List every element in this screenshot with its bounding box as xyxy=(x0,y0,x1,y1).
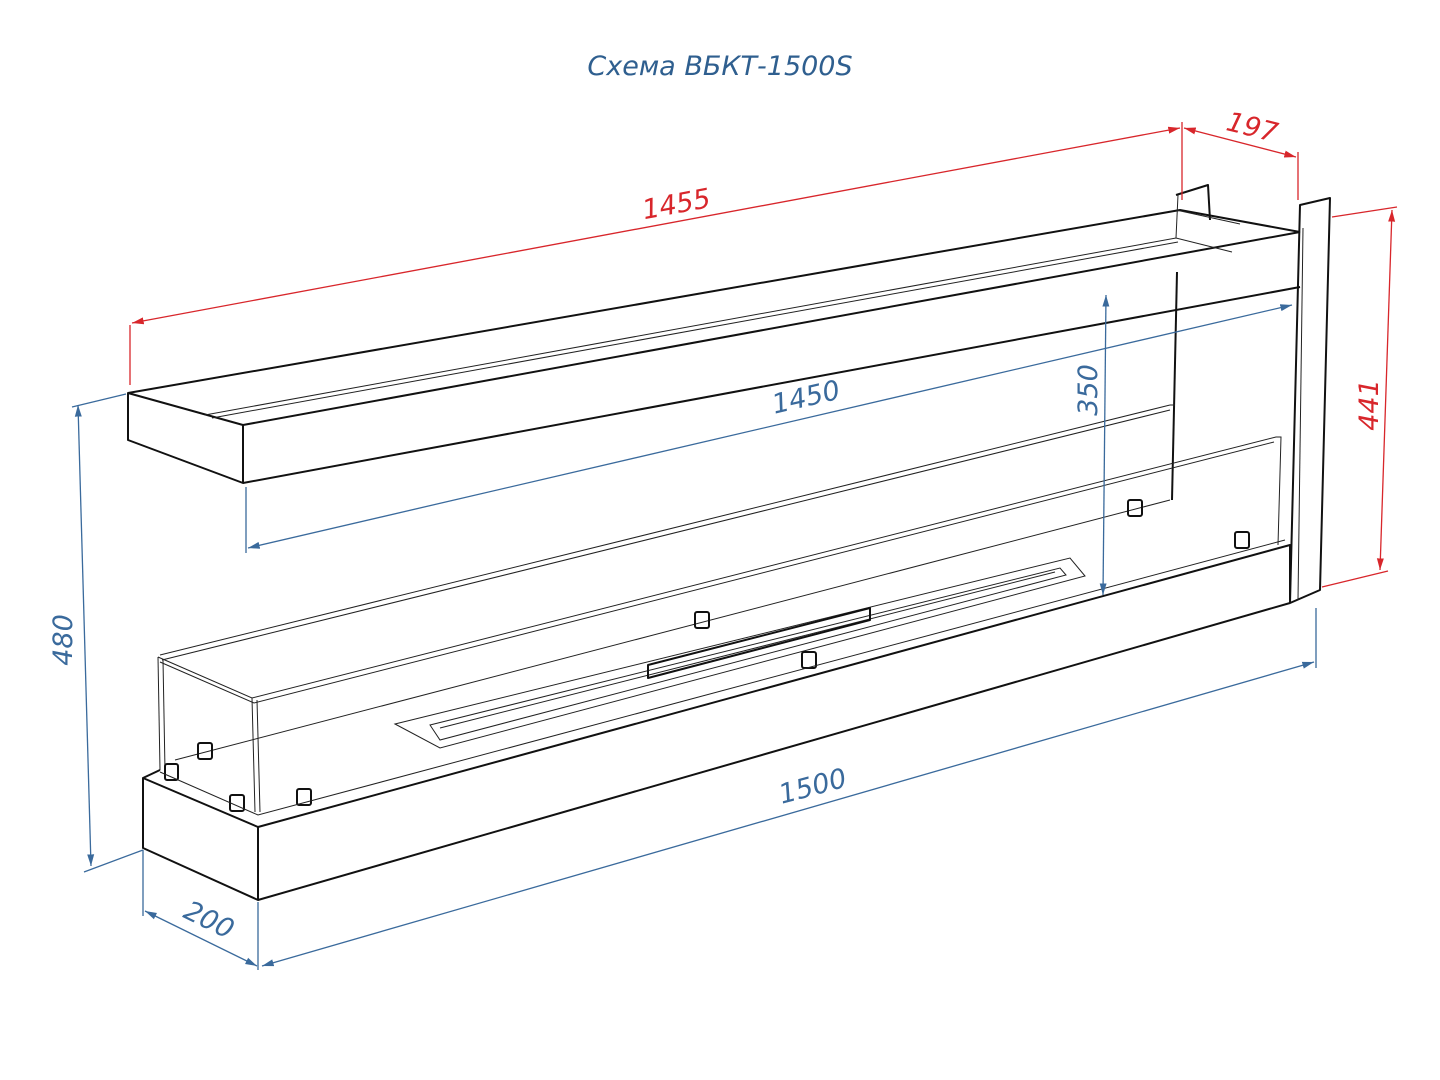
dimension-1500: 1500 xyxy=(257,608,1317,970)
dimension-label: 1450 xyxy=(769,375,843,421)
fireplace-base xyxy=(142,539,1291,901)
clip-icon xyxy=(694,611,710,629)
dimension-label: 350 xyxy=(1073,364,1104,416)
glass-enclosure xyxy=(157,436,1282,813)
right-side-panel xyxy=(1289,197,1331,604)
dimension-441: 441 xyxy=(1321,206,1398,588)
dimension-197: 197 xyxy=(1183,106,1299,200)
dimension-1455: 1455 xyxy=(129,122,1183,385)
dimension-label: 200 xyxy=(179,895,239,945)
dimension-350: 350 xyxy=(1073,294,1110,596)
dimension-label: 1500 xyxy=(776,763,850,811)
top-shelf xyxy=(127,184,1301,484)
diagram-title: Схема ВБКТ-1500S xyxy=(587,51,852,82)
clip-icon xyxy=(801,651,817,669)
burner-tray xyxy=(393,557,1086,749)
dimension-200: 200 xyxy=(142,850,258,967)
dimension-480: 480 xyxy=(48,393,144,873)
dimension-label: 1455 xyxy=(640,183,713,226)
dimension-label: 480 xyxy=(48,614,79,666)
dimension-label: 441 xyxy=(1354,379,1385,431)
clip-icon xyxy=(1234,531,1250,549)
clip-icon xyxy=(197,742,213,760)
clip-icon xyxy=(229,794,245,812)
clip-icon xyxy=(164,763,179,781)
dimension-label: 197 xyxy=(1223,106,1281,149)
